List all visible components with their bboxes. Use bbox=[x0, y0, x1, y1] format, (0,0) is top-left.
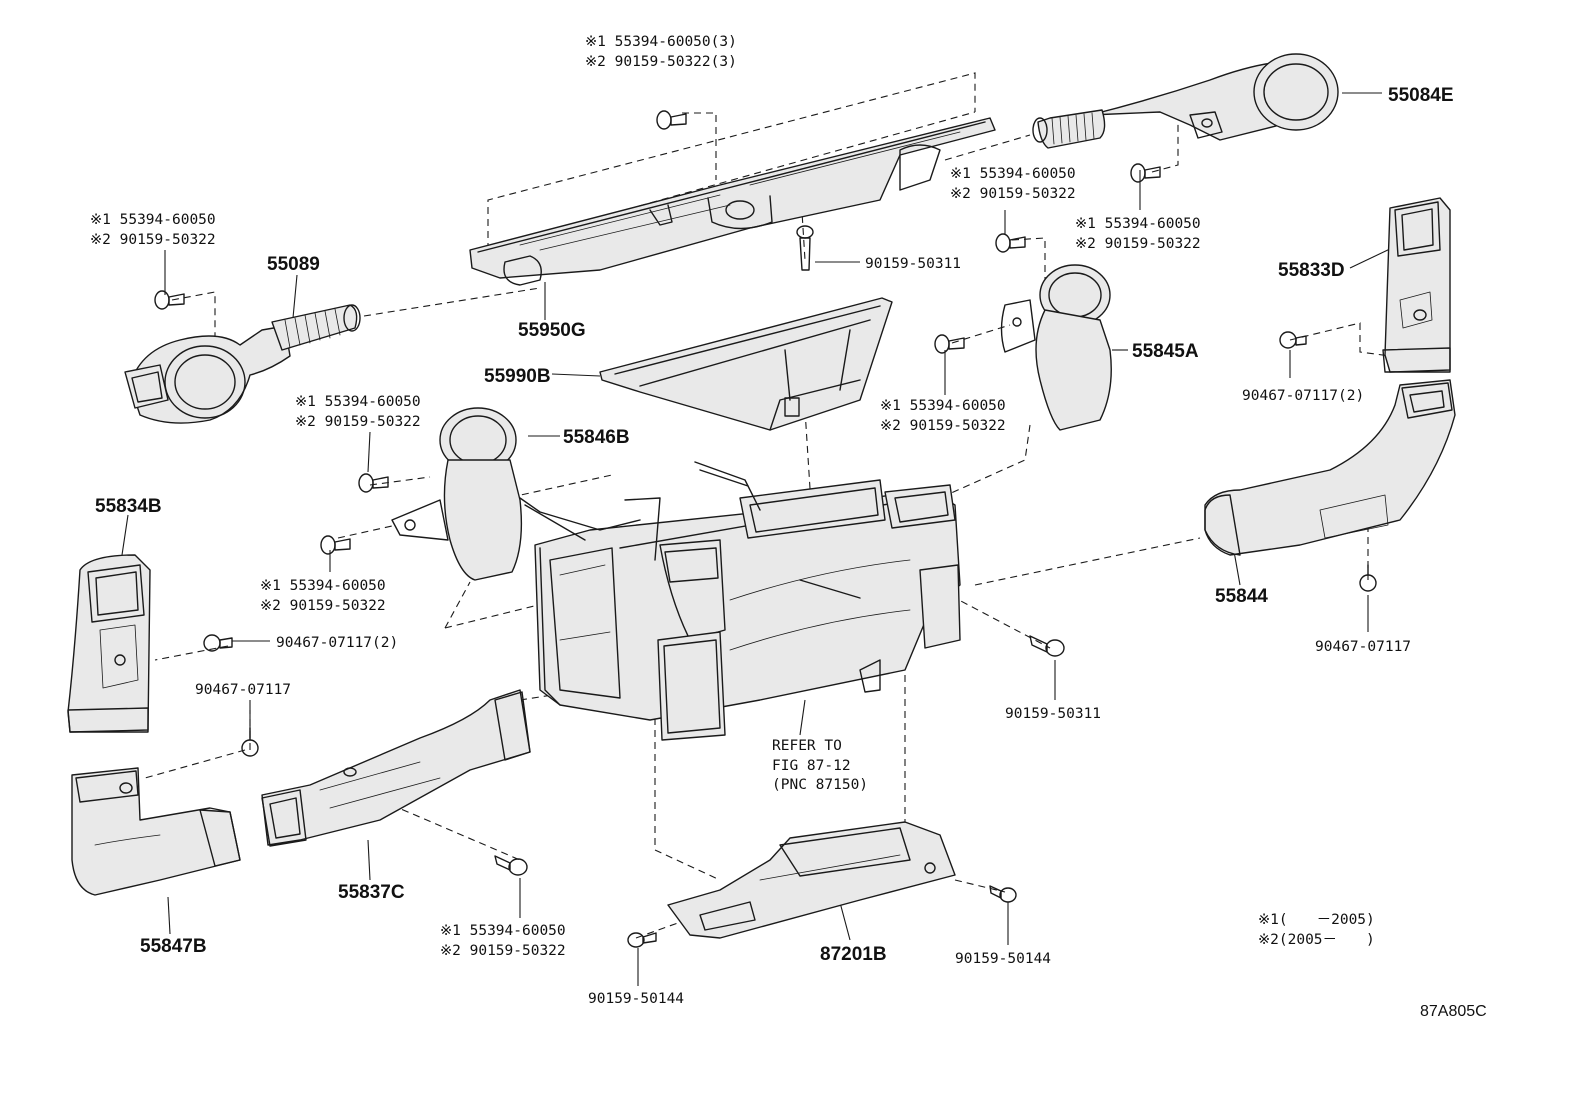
screw-icon bbox=[989, 885, 1017, 903]
duct-55837c bbox=[261, 689, 531, 847]
refer-line-1: REFER TO bbox=[772, 738, 842, 754]
heater-unit-assembly bbox=[519, 461, 961, 741]
clip-icon bbox=[203, 634, 233, 652]
label-55833d: 55833D bbox=[1278, 260, 1345, 281]
label-left-bolt-2: ※2 90159-50322 bbox=[90, 232, 216, 248]
clip-icon bbox=[1279, 331, 1307, 349]
label-clip-right-2: 90467-07117(2) bbox=[1242, 388, 1364, 404]
legend-note-2: ※2(2005－ ) bbox=[1258, 932, 1375, 948]
bolt-icon bbox=[1130, 163, 1161, 183]
label-top-bolt-2: ※2 90159-50322(3) bbox=[585, 54, 737, 70]
label-55846b-lower-bolt-1: ※1 55394-60050 bbox=[260, 578, 386, 594]
label-55845a: 55845A bbox=[1132, 341, 1199, 362]
duct-55844 bbox=[1204, 379, 1456, 556]
refer-note: REFER TO FIG 87-12 (PNC 87150) bbox=[772, 738, 868, 793]
bolt-icon bbox=[656, 110, 687, 130]
duct-55833d bbox=[1382, 197, 1451, 373]
label-55846b: 55846B bbox=[563, 427, 630, 448]
label-center-bolt-2: ※2 90159-50322 bbox=[880, 418, 1006, 434]
screw-icon bbox=[494, 855, 528, 876]
part-number-labels: 55084E 55089 55950G 55990B 55833D 55845A… bbox=[95, 85, 1454, 965]
label-right-bolt-2: ※2 90159-50322 bbox=[1075, 236, 1201, 252]
duct-55990b bbox=[599, 297, 893, 431]
bolt-icon bbox=[154, 290, 185, 310]
label-55837c-bolt-1: ※1 55394-60050 bbox=[440, 923, 566, 939]
duct-55847b bbox=[71, 767, 241, 896]
legend: ※1( －2005) ※2(2005－ ) bbox=[1258, 912, 1375, 948]
refer-line-2: FIG 87-12 bbox=[772, 758, 851, 774]
label-55950g: 55950G bbox=[518, 320, 586, 341]
bolt-icon bbox=[995, 233, 1026, 253]
label-center-bolt-1: ※1 55394-60050 bbox=[880, 398, 1006, 414]
screw-icon bbox=[627, 932, 657, 948]
label-screw-bottom-right: 90159-50144 bbox=[955, 951, 1051, 967]
label-screw-right: 90159-50311 bbox=[1005, 706, 1101, 722]
duct-55846b bbox=[391, 407, 523, 581]
duct-87201b bbox=[667, 821, 956, 939]
legend-note-1: ※1( －2005) bbox=[1258, 912, 1375, 928]
label-55847b: 55847B bbox=[140, 936, 207, 957]
duct-55834b bbox=[67, 554, 151, 733]
label-mid-bolt-1: ※1 55394-60050 bbox=[950, 166, 1076, 182]
label-mid-bolt-2: ※2 90159-50322 bbox=[950, 186, 1076, 202]
label-55846b-lower-bolt-2: ※2 90159-50322 bbox=[260, 598, 386, 614]
fastener-labels: ※1 55394-60050(3) ※2 90159-50322(3) ※1 5… bbox=[90, 34, 1411, 1007]
duct-55950g bbox=[469, 117, 996, 286]
label-55834b: 55834B bbox=[95, 496, 162, 517]
label-clip-right: 90467-07117 bbox=[1315, 639, 1411, 655]
label-screw-top: 90159-50311 bbox=[865, 256, 961, 272]
label-55089: 55089 bbox=[267, 254, 320, 275]
label-top-bolt-1: ※1 55394-60050(3) bbox=[585, 34, 737, 50]
label-clip-left-2: 90467-07117(2) bbox=[276, 635, 398, 651]
label-left-bolt-1: ※1 55394-60050 bbox=[90, 212, 216, 228]
label-55837c-bolt-2: ※2 90159-50322 bbox=[440, 943, 566, 959]
label-87201b: 87201B bbox=[820, 944, 887, 965]
clip-icon bbox=[241, 727, 259, 757]
duct-55084e bbox=[1032, 53, 1339, 149]
label-55846b-upper-bolt-1: ※1 55394-60050 bbox=[295, 394, 421, 410]
fasteners bbox=[154, 110, 1377, 948]
bolt-icon bbox=[934, 334, 965, 354]
label-right-bolt-1: ※1 55394-60050 bbox=[1075, 216, 1201, 232]
label-55844: 55844 bbox=[1215, 586, 1268, 607]
label-clip-left: 90467-07117 bbox=[195, 682, 291, 698]
screw-icon bbox=[796, 225, 814, 271]
bolt-icon bbox=[320, 535, 351, 555]
label-screw-bottom-left: 90159-50144 bbox=[588, 991, 684, 1007]
bolt-icon bbox=[358, 473, 389, 493]
label-55846b-upper-bolt-2: ※2 90159-50322 bbox=[295, 414, 421, 430]
clip-icon bbox=[1359, 564, 1377, 592]
refer-line-3: (PNC 87150) bbox=[772, 777, 868, 793]
duct-55845a bbox=[1000, 264, 1112, 431]
screw-icon bbox=[1029, 635, 1065, 657]
label-55837c: 55837C bbox=[338, 882, 405, 903]
duct-55089 bbox=[124, 304, 361, 424]
diagram-code: 87A805C bbox=[1420, 1003, 1487, 1020]
label-55084e: 55084E bbox=[1388, 85, 1454, 106]
label-55990b: 55990B bbox=[484, 366, 551, 387]
